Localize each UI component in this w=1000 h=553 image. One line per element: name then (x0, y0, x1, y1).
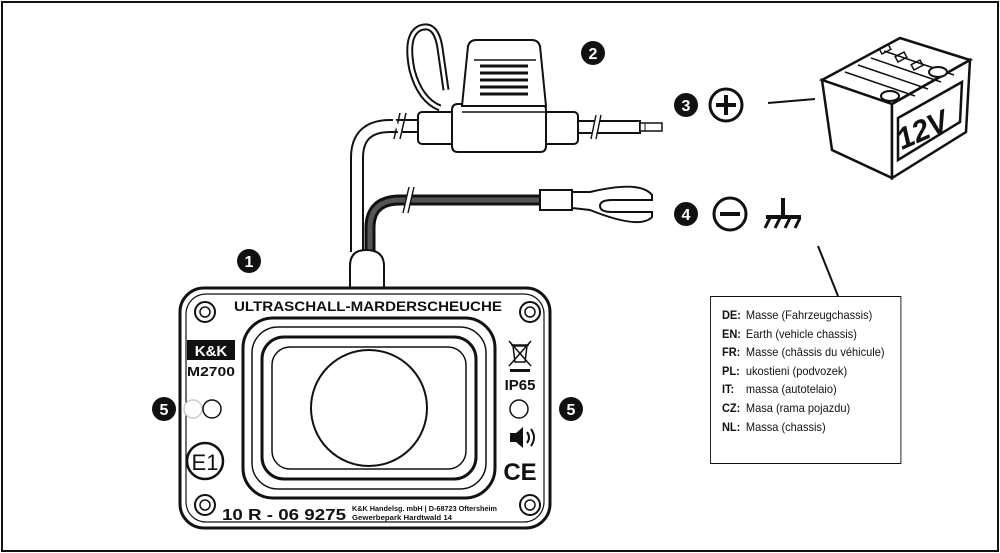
manufacturer-line-1: K&K Handelsg. mbH | D-68723 Oftersheim (352, 506, 497, 513)
legend-row-pl: PL:ukostieni (podvozek) (721, 363, 848, 378)
plus-terminal-icon (708, 87, 744, 123)
crossed-bin-icon (508, 340, 532, 372)
svg-text:5: 5 (567, 402, 576, 419)
svg-text:2: 2 (589, 46, 598, 63)
ground-legend: DE:Masse (Fahrzeugchassis) EN:Earth (veh… (710, 296, 902, 464)
legend-row-fr: FR:Masse (châssis du véhicule) (721, 345, 885, 360)
callout-leds-right: 5 (559, 397, 583, 421)
led-right (509, 399, 529, 419)
device-title: ULTRASCHALL-MARDERSCHEUCHE (234, 298, 502, 314)
screw-hole-icon (194, 301, 216, 323)
legend-row-de: DE:Masse (Fahrzeugchassis) (721, 308, 873, 322)
brand-logo-text: K&K (195, 343, 228, 360)
e-approval-mark (185, 441, 225, 481)
brand-logo (187, 340, 235, 360)
speaker-icon (510, 427, 535, 448)
legend-row-it: IT:massa (autotelaio) (721, 382, 837, 397)
battery-lead-line (767, 98, 816, 104)
callout-leds-left: 5 (152, 397, 176, 421)
cable-boot (349, 248, 385, 291)
legend-leader-line (817, 245, 839, 297)
callout-positive: 3 (674, 93, 698, 117)
callout-device: 1 (237, 249, 261, 273)
led-left-1 (183, 399, 203, 419)
led-left-2 (202, 399, 222, 419)
legend-row-en: EN:Earth (vehicle chassis) (721, 326, 857, 341)
negative-cable (364, 194, 545, 252)
minus-terminal-icon (712, 196, 748, 232)
ce-mark: CE (503, 459, 536, 486)
svg-text:5: 5 (160, 402, 169, 419)
svg-text:1: 1 (245, 254, 254, 271)
e-approval-text: E1 (192, 450, 219, 475)
svg-text:4: 4 (682, 207, 691, 224)
battery-icon (818, 36, 974, 181)
screw-hole-icon (519, 494, 541, 516)
legend-row-nl: NL:Massa (chassis) (721, 419, 826, 434)
legend-row-cz: CZ:Masa (rama pojazdu) (721, 400, 851, 415)
screw-hole-icon (194, 494, 216, 516)
approval-number: 10 R - 06 9275 (222, 507, 346, 524)
callout-fuse: 2 (581, 41, 605, 65)
svg-text:3: 3 (682, 98, 691, 115)
fork-terminal (539, 185, 653, 224)
plus-symbol-text: + (726, 29, 727, 31)
speaker-membrane (310, 349, 428, 467)
callout-negative: 4 (674, 202, 698, 226)
model-number: M2700 (187, 364, 235, 379)
ip-rating: IP65 (505, 377, 536, 394)
device-housing (178, 286, 552, 530)
ground-icon (763, 198, 802, 229)
manufacturer-line-2: Gewerbepark Hardtwald 14 (352, 515, 452, 522)
screw-hole-icon (519, 301, 541, 323)
minus-symbol-text: − (730, 29, 731, 31)
fuse-holder (406, 23, 663, 153)
